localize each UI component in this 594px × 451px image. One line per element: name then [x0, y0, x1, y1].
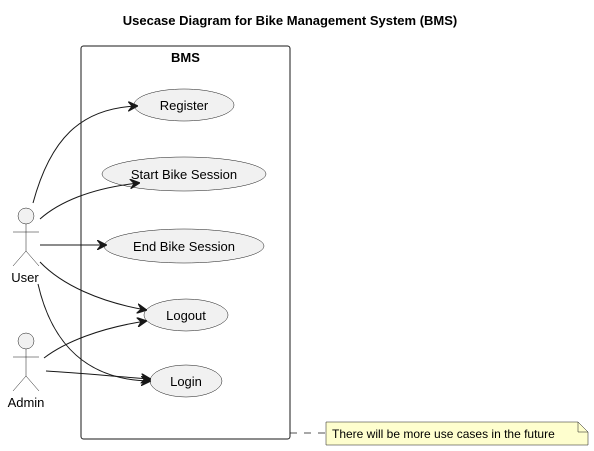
note-text: There will be more use cases in the futu… [332, 427, 555, 441]
usecase-register: Register [133, 88, 235, 122]
edge-user-register [32, 106, 137, 204]
admin-stick-figure-icon [12, 332, 40, 392]
diagram-title: Usecase Diagram for Bike Management Syst… [123, 13, 458, 28]
usecase-register-label: Register [160, 98, 209, 113]
usecase-end-bike-session-label: End Bike Session [133, 239, 235, 254]
actor-admin-label: Admin [8, 395, 45, 410]
edge-user-start-bike-session [39, 183, 139, 220]
note-shape [325, 421, 589, 446]
user-stick-figure-icon [12, 207, 40, 267]
edge-admin-login [45, 370, 150, 379]
edge-user-logout [39, 261, 146, 310]
usecase-logout: Logout [143, 298, 229, 332]
usecase-start-bike-session: Start Bike Session [101, 156, 267, 192]
system-name: BMS [171, 50, 200, 65]
usecase-login-label: Login [170, 374, 202, 389]
actor-admin: Admin [8, 332, 45, 410]
actor-user: User [11, 207, 40, 285]
usecase-logout-label: Logout [166, 308, 206, 323]
note-folded-corner-icon [577, 422, 588, 433]
usecase-end-bike-session: End Bike Session [103, 228, 265, 264]
usecase-login: Login [149, 364, 223, 398]
actor-user-label: User [11, 270, 39, 285]
note: There will be more use cases in the futu… [325, 421, 589, 446]
usecase-start-bike-session-label: Start Bike Session [131, 167, 237, 182]
edge-user-login [37, 283, 150, 381]
edge-admin-logout [43, 321, 146, 359]
